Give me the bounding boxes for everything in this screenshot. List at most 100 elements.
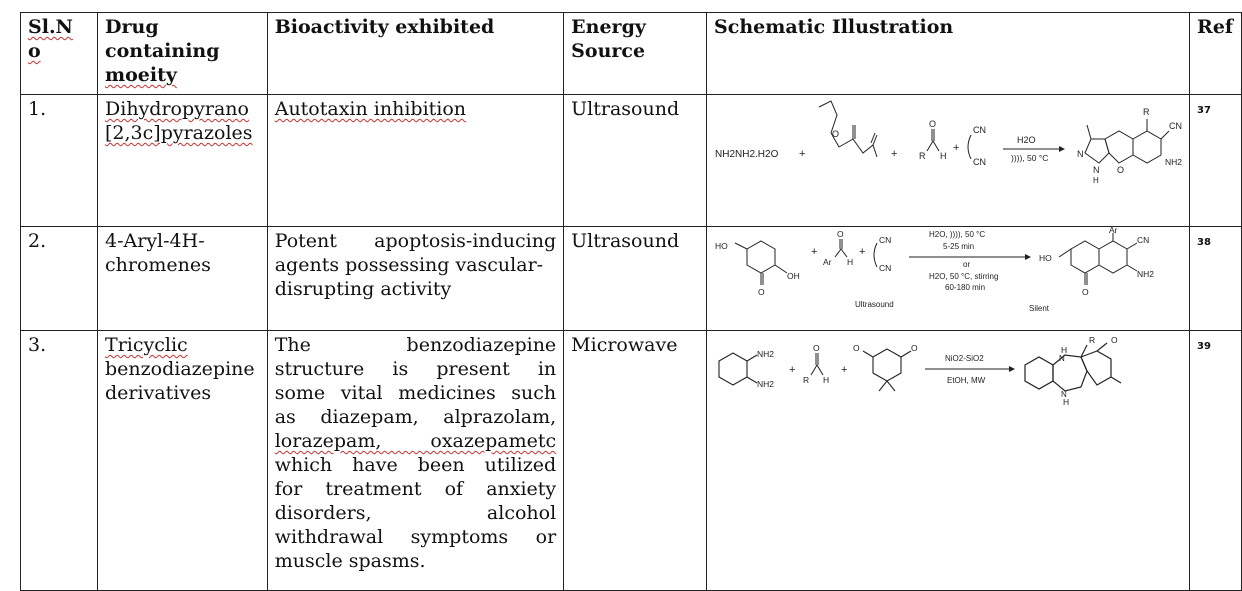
scheme-cond-top: H2O [1017, 135, 1036, 145]
aldehyde-structure [810, 353, 824, 376]
bio-line: as diazepam, alprazolam, [274, 406, 557, 428]
scheme-plus: + [789, 364, 795, 376]
product-o: O [1117, 165, 1124, 175]
aryl-o: O [837, 229, 844, 239]
cond-4: H2O, 50 °C, stirring [929, 272, 998, 281]
malononitrile-structure [967, 134, 972, 160]
reaction-scheme-2: HO OH O + O Ar H + CN CN [715, 227, 1154, 313]
arrow-head [1025, 254, 1032, 260]
cond-3: or [963, 260, 970, 269]
arrow-head [1009, 366, 1016, 372]
prod-r: R [1089, 335, 1095, 345]
bio-line: The benzodiazepine [274, 334, 557, 356]
cond-bottom: EtOH, MW [947, 376, 986, 385]
scheme-o-aldehyde: O [929, 119, 936, 129]
ald-r: R [803, 375, 809, 385]
scheme-h: H [940, 151, 947, 161]
dim-o-1: O [853, 343, 860, 353]
bio-line: muscle spasms. [274, 550, 426, 572]
product-structure [1084, 119, 1170, 164]
scheme-plus-3: + [953, 142, 959, 154]
cell-ref: 37 [1189, 94, 1242, 227]
aldehyde-structure [926, 129, 940, 152]
product-cn: CN [1169, 121, 1182, 131]
product-nh: N [1093, 165, 1100, 175]
ald-h: H [823, 375, 829, 385]
cell-energy: Ultrasound [563, 226, 708, 331]
cell-slno: 3. [19, 330, 99, 591]
scheme-cn-1: CN [973, 125, 986, 135]
prod-o: O [1111, 335, 1118, 345]
scheme-cn-2: CN [973, 157, 986, 167]
cell-scheme: NH2 NH2 + O R H + [706, 330, 1191, 591]
product-ar: Ar [1109, 227, 1118, 235]
benzodiazepine-product-structure [1024, 342, 1122, 392]
cell-bioactivity: Autotaxin inhibition [266, 94, 565, 227]
scheme-plus-2: + [841, 364, 847, 376]
kojic-oh: OH [787, 271, 800, 281]
aryl-aldehyde-structure [834, 239, 848, 258]
header-ref: Ref [1189, 12, 1242, 95]
cell-scheme: NH2NH2.H2O + O + [706, 94, 1191, 227]
malono-cn-1: CN [879, 235, 891, 245]
cell-energy: Ultrasound [563, 94, 708, 227]
kojic-ho: HO [715, 241, 728, 251]
bio-line: Potent apoptosis-inducing [274, 230, 557, 252]
chromene-product-structure [1058, 233, 1138, 285]
dim-o-2: O [911, 343, 918, 353]
reaction-scheme-1: NH2NH2.H2O + O + [715, 100, 1182, 185]
malononitrile-structure [873, 242, 878, 268]
opd-nh2-2: NH2 [757, 379, 774, 389]
scheme-o-label: O [832, 129, 839, 139]
product-n: N [1077, 149, 1084, 159]
product-o: O [1082, 287, 1089, 297]
bio-line: disorders, alcohol [274, 502, 557, 524]
cell-slno: 1. [19, 94, 99, 227]
kojic-o: O [758, 287, 765, 297]
ethyl-acetoacetate-structure [818, 100, 878, 158]
cell-bioactivity: Potent apoptosis-inducing agents possess… [266, 226, 565, 331]
scheme-reagent: NH2NH2.H2O [715, 149, 779, 160]
bio-line: some vital medicines such [274, 382, 557, 404]
bio-line: disrupting activity [274, 278, 452, 300]
cond-2: 5-25 min [943, 242, 974, 251]
cond-1: H2O, )))), 50 °C [929, 230, 985, 239]
table-row: 1. Dihydropyrano[2,3c]pyrazoles Autotaxi… [19, 94, 1242, 227]
aryl-h: H [847, 257, 853, 267]
cell-slno: 2. [19, 226, 99, 331]
prod-n-bottom: N [1061, 390, 1067, 399]
cell-bioactivity: The benzodiazepine structure is present … [266, 330, 565, 591]
malono-cn-2: CN [879, 263, 891, 273]
table-row: 2. 4-Aryl-4H-chromenes Potent apoptosis-… [19, 226, 1242, 331]
header-bioactivity: Bioactivity exhibited [266, 12, 565, 95]
kojic-acid-structure [734, 240, 788, 285]
cond-top: NiO2-SiO2 [945, 354, 984, 363]
product-cn: CN [1137, 235, 1149, 245]
dimedone-structure [862, 348, 912, 392]
product-nh2: NH2 [1137, 269, 1154, 279]
scheme-plus-2: + [859, 246, 865, 258]
product-nh2: NH2 [1165, 157, 1182, 167]
prod-h-top: H [1061, 345, 1067, 355]
product-r: R [1143, 107, 1150, 117]
bio-line: lorazepam, oxazepametc [274, 430, 557, 452]
product-ho: HO [1039, 253, 1052, 263]
bio-line: which have been utilized [274, 454, 557, 476]
label-ultrasound: Ultrasound [855, 300, 894, 309]
label-silent: Silent [1029, 304, 1050, 313]
product-h: H [1093, 176, 1099, 185]
phenylenediamine-structure [718, 352, 758, 386]
scheme-cond-bottom: )))), 50 °C [1011, 153, 1048, 163]
opd-nh2-1: NH2 [757, 349, 774, 359]
reaction-scheme-3: NH2 NH2 + O R H + [718, 335, 1122, 407]
cell-drug: Dihydropyrano[2,3c]pyrazoles [97, 94, 268, 227]
cell-scheme: HO OH O + O Ar H + CN CN [706, 226, 1191, 331]
cell-drug: 4-Aryl-4H-chromenes [97, 226, 268, 331]
